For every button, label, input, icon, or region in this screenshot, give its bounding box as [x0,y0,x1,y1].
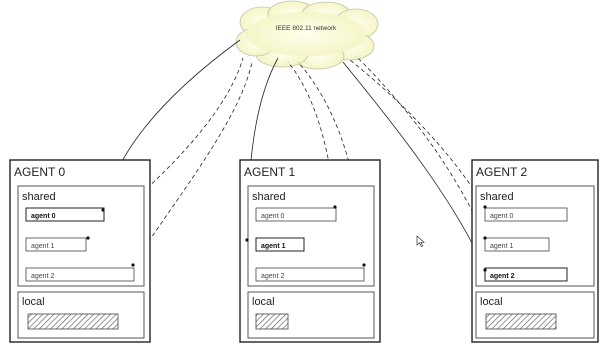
agent-title: AGENT 1 [244,165,295,179]
entry-box [484,237,550,252]
entry-box [484,267,568,282]
local-data-block [255,313,289,330]
entry-box [25,207,105,222]
local-label: local [252,296,275,308]
mouse-cursor-icon [416,235,425,247]
agent-title: AGENT 2 [476,165,527,179]
dashed-link-agent0-b [132,61,253,266]
local-label: local [480,296,503,308]
entry-box [484,207,568,222]
entry-own: agent 1 [261,243,286,250]
entry: agent 0 [490,213,513,220]
shared-label: shared [22,191,56,203]
agent-title: AGENT 0 [14,165,65,179]
entry-own: agent 2 [490,273,515,280]
entry-box [255,267,365,282]
local-label: local [22,296,45,308]
agent-2-node: AGENT 2 shared agent 0 agent 1 agent 2 l… [471,159,599,343]
entry-box [255,207,337,222]
agent-1-node: AGENT 1 shared agent 0 agent 1 agent 2 l… [239,159,381,343]
entry-box [25,237,87,252]
entry: agent 1 [31,243,54,250]
local-data-block [27,313,119,330]
entry: agent 0 [261,213,284,220]
local-data-block [485,313,557,330]
shared-label: shared [480,191,514,203]
entry-own: agent 0 [31,213,56,220]
entry-box [25,267,135,282]
entry: agent 1 [490,243,513,250]
entry: agent 2 [31,273,54,280]
network-label: IEEE 802.11 network [276,25,337,32]
entry-box [255,237,305,252]
agent-0-node: AGENT 0 shared agent 0 agent 1 agent 2 l… [9,159,151,343]
entry: agent 2 [261,273,284,280]
network-cloud: IEEE 802.11 network [235,0,379,70]
shared-label: shared [252,191,286,203]
link-endpoints [86,205,487,272]
